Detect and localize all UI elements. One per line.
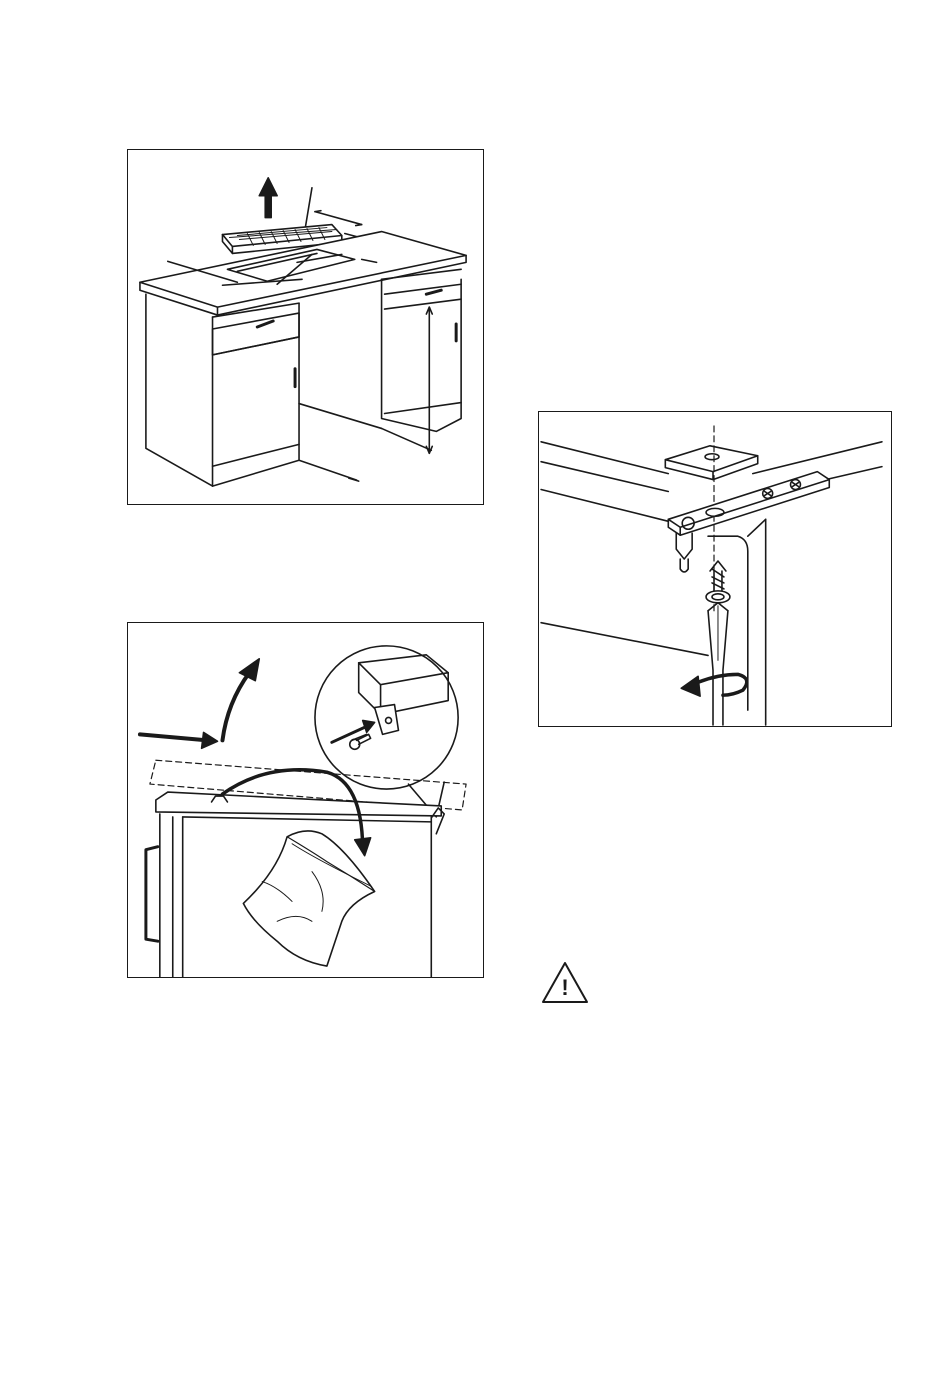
cabinet-installation-figure xyxy=(127,149,484,505)
warning-triangle-icon: ! xyxy=(541,961,589,1004)
hinge-removal-figure xyxy=(127,622,484,978)
mounting-bracket-screw-icon xyxy=(539,412,891,726)
door-hinge-removal-icon xyxy=(128,623,483,977)
warning-symbol: ! xyxy=(561,975,568,1000)
cabinet-installation-icon xyxy=(128,150,483,504)
mounting-bracket-figure xyxy=(538,411,892,727)
